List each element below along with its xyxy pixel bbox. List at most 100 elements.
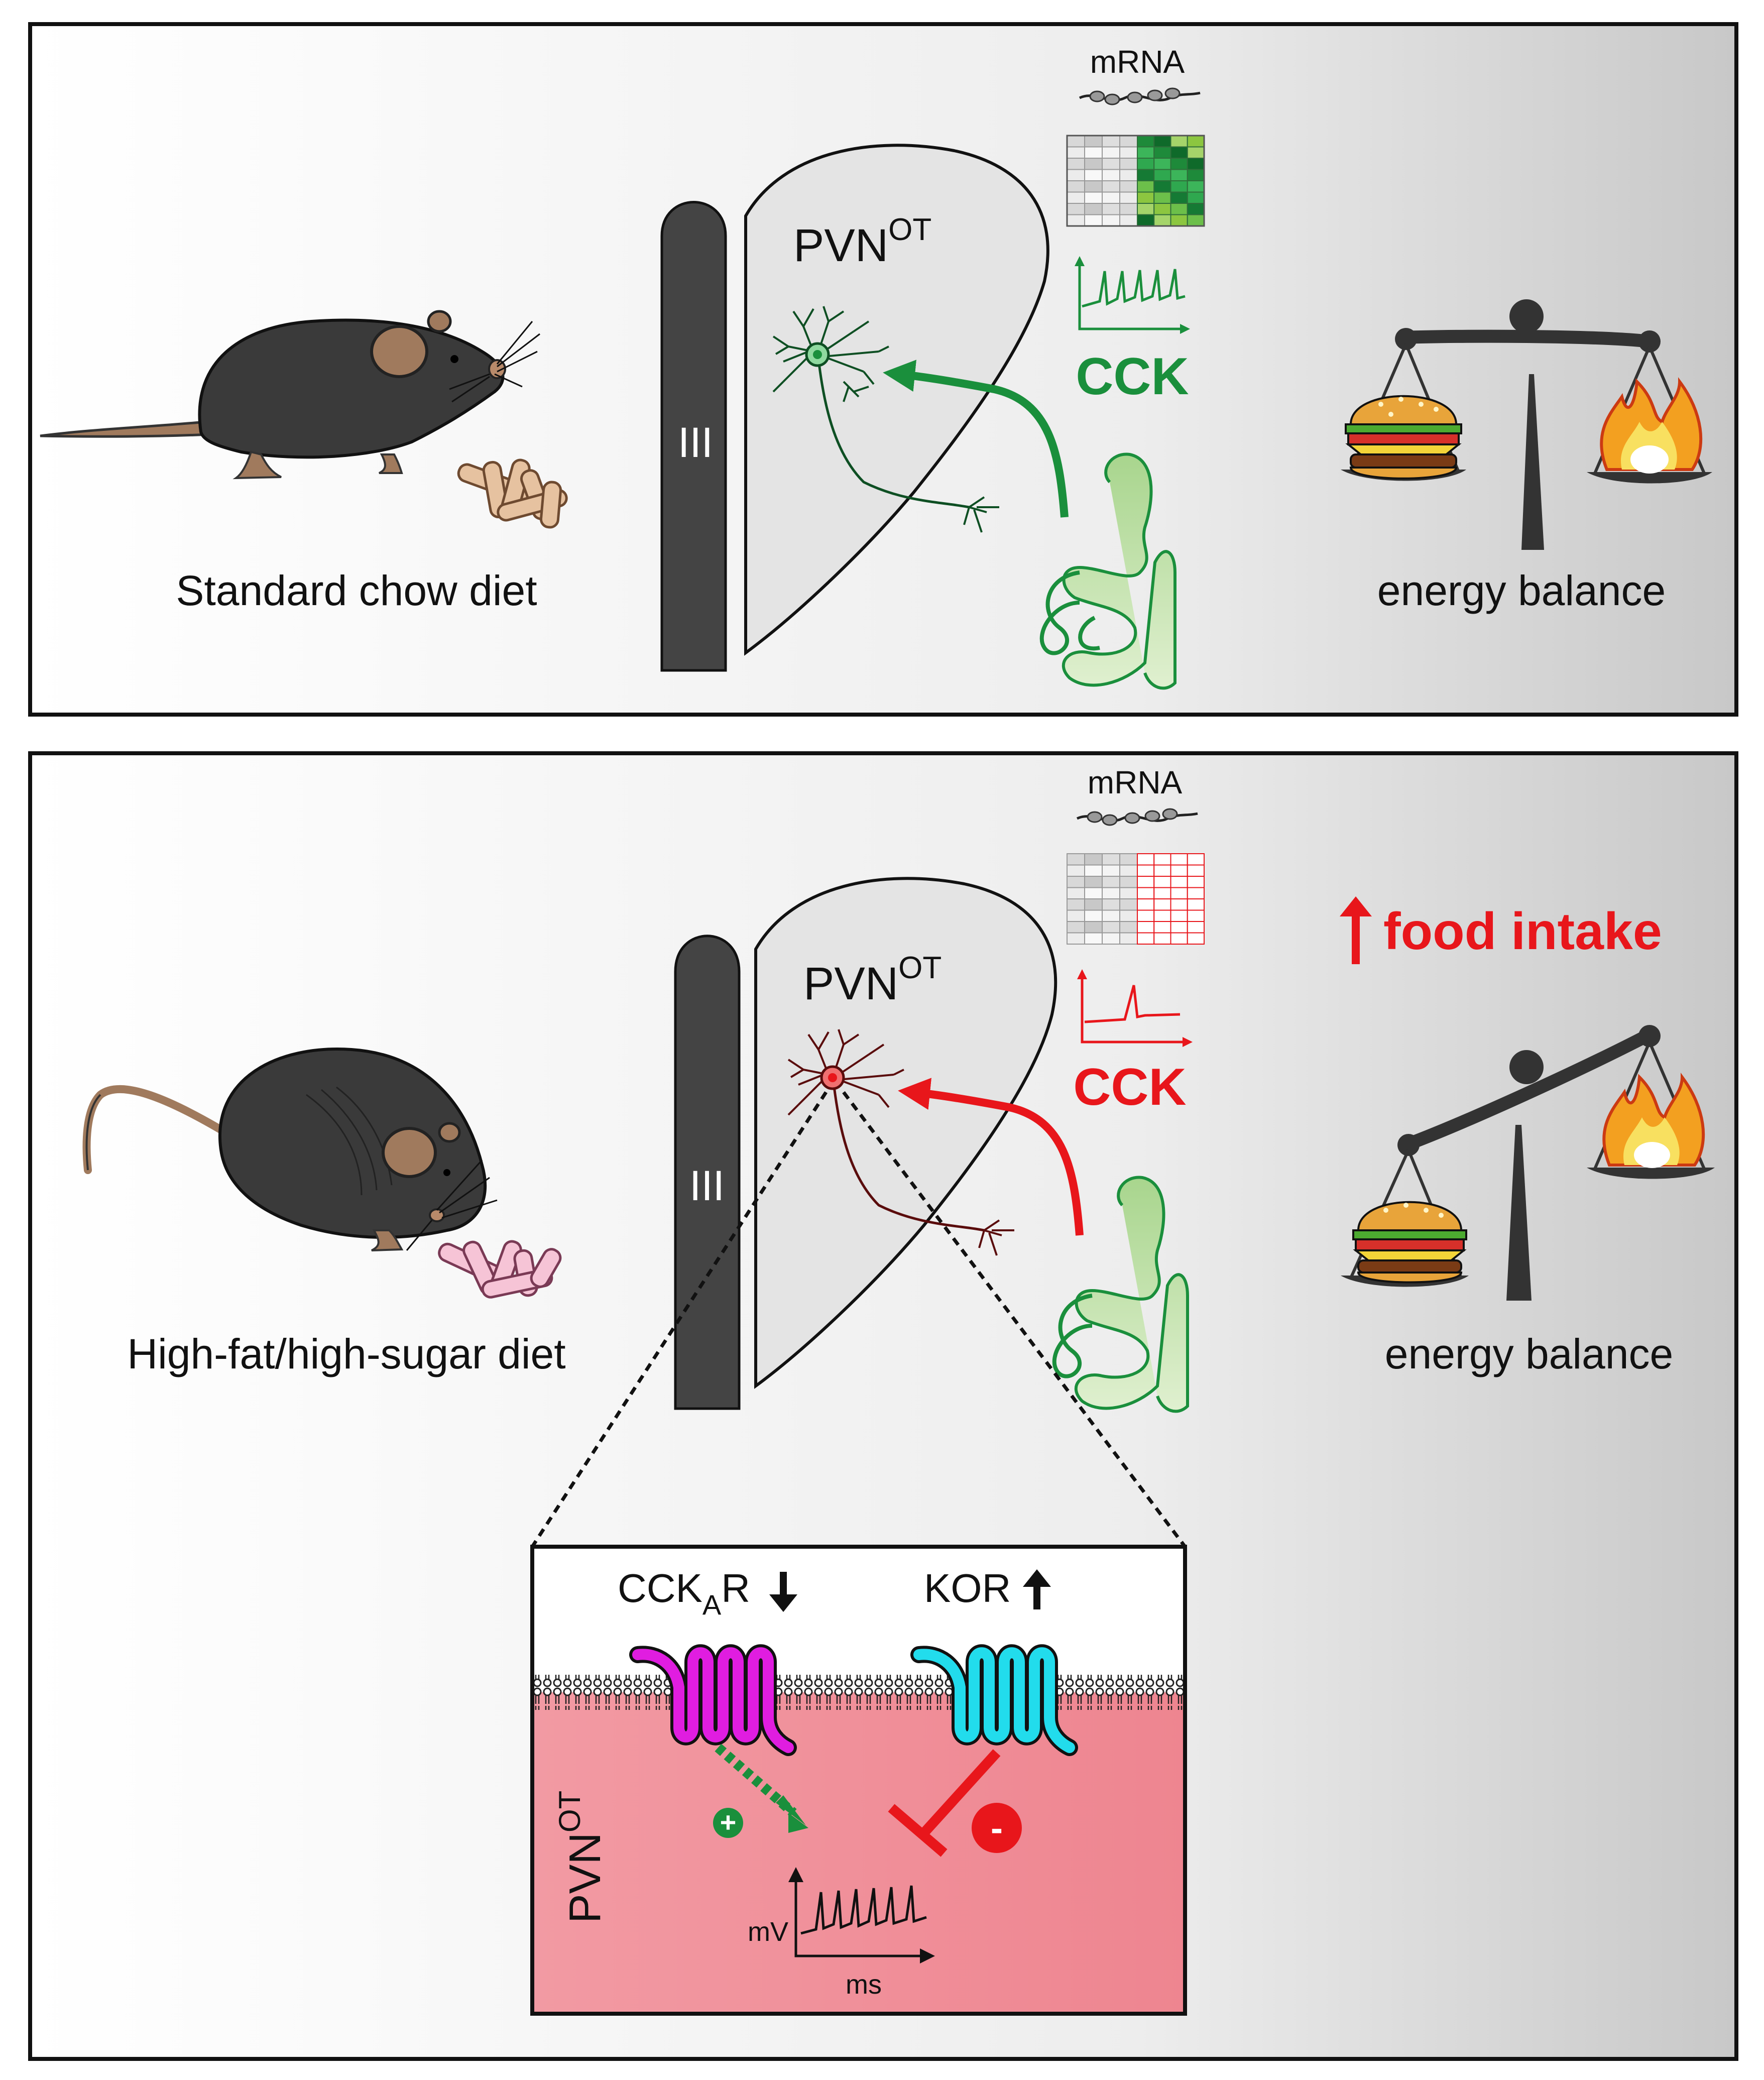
heatmap-cell [1170,191,1188,204]
heatmap-cell [1084,180,1103,193]
heatmap-cell [1102,146,1120,159]
region-label: PVNOT [793,212,931,271]
heatmap-cell [1187,864,1205,877]
heatmap-cell [1137,191,1155,204]
up-arrow-icon [1023,1569,1051,1609]
heatmap-cell [1137,887,1155,899]
inhibition-arrow [888,1749,1001,1857]
heatmap-cell [1102,158,1120,170]
neuron-icon [772,306,999,533]
heatmap-cell [1187,158,1205,170]
heatmap-cell [1084,898,1103,911]
heatmap-cell [1067,898,1085,911]
heatmap-cell [1153,932,1171,945]
heatmap-cell [1153,203,1171,215]
heatmap-cell [1153,169,1171,181]
heatmap-cell [1187,169,1205,181]
heatmap-cell [1153,898,1171,911]
heatmap-cell [1170,180,1188,193]
heatmap-cell [1084,864,1103,877]
flame-icon [1600,377,1703,474]
heatmap-cell [1067,921,1085,934]
neuron-icon [787,1029,1014,1256]
heatmap-cell [1119,921,1138,934]
heatmap-cell [1137,146,1155,159]
kor-receptor [913,1647,1075,1753]
heatmap-cell [1187,191,1205,204]
pvn-region: PVNOT [744,144,1049,656]
heatmap-cell [1119,898,1138,911]
heatmap-cell [1067,203,1085,215]
outcome-label: energy balance [1385,1330,1673,1377]
heatmap-cell [1187,146,1205,159]
heatmap-cell [1187,203,1205,215]
food-intake-label: food intake [1340,896,1662,964]
diet-label: High-fat/high-sugar diet [127,1330,565,1377]
heatmap-cell [1084,146,1103,159]
cck-label: CCK [1073,1058,1186,1116]
minus-badge [972,1803,1022,1853]
heatmap-cell [1153,853,1171,866]
heatmap-cell [1102,214,1120,226]
membrane-bilayer [532,1675,1185,1710]
heatmap-cell [1067,853,1085,866]
heatmap-cell [1084,158,1103,170]
heatmap-cell [1102,203,1120,215]
ventricle-label: III [678,419,713,466]
cck-label: CCK [1076,348,1189,406]
heatmap-cell [1170,876,1188,888]
heatmap-cell [1084,191,1103,204]
gut-icon [1039,452,1177,690]
cck-signal-arrow [898,1078,1084,1236]
heatmap-cell [1102,180,1120,193]
heatmap-cell [1137,135,1155,148]
flame-icon [1602,1073,1705,1168]
heatmap-cell [1153,909,1171,922]
third-ventricle: III [660,201,727,672]
receptor2-label: KOR [924,1566,1051,1610]
heatmap-cell [1084,921,1103,934]
heatmap-cell [1153,146,1171,159]
heatmap-cell [1170,921,1188,934]
heatmap-cell [1102,876,1120,888]
heatmap-cell [1067,180,1085,193]
heatmap-cell [1102,169,1120,181]
spike-trace-icon [1075,256,1190,334]
heatmap-cell [1084,203,1103,215]
pvn-region: PVNOT [754,877,1057,1389]
heatmap-cell [1119,876,1138,888]
mrna-icon: mRNA [1079,44,1201,105]
food-pellets-icon [457,458,568,529]
spike-trace-icon [1077,969,1193,1047]
heatmap-cell [1137,864,1155,877]
heatmap-cell [1084,932,1103,945]
heatmap-cell [1170,169,1188,181]
heatmap-cell [1119,864,1138,877]
cell-inset: CCKAR KOR + [530,1545,1187,2016]
plus-sign: + [720,1806,737,1838]
heatmap-cell [1084,887,1103,899]
svg-text:food intake: food intake [1383,902,1662,961]
heatmap-cell [1170,214,1188,226]
heatmap-cell [1153,180,1171,193]
receptor1-label: CCKAR [618,1566,797,1621]
heatmap-cell [1187,921,1205,934]
heatmap-cell [1119,191,1138,204]
heatmap-cell [1119,214,1138,226]
cell-label: PVNOT [553,1791,610,1923]
heatmap-cell [1102,898,1120,911]
heatmap-cell [1187,853,1205,866]
heatmap-cell [1137,921,1155,934]
heatmap-cell [1170,135,1188,148]
heatmap-cell [1119,909,1138,922]
heatmap-cell [1187,909,1205,922]
heatmap-cell [1084,909,1103,922]
heatmap-cell [1137,169,1155,181]
heatmap-cell [1153,864,1171,877]
mouse-icon [82,1048,498,1251]
heatmap-cell [1170,146,1188,159]
heatmap-cell [1102,864,1120,877]
plus-badge [713,1808,743,1838]
heatmap-cell [1119,135,1138,148]
heatmap-cell [1170,909,1188,922]
